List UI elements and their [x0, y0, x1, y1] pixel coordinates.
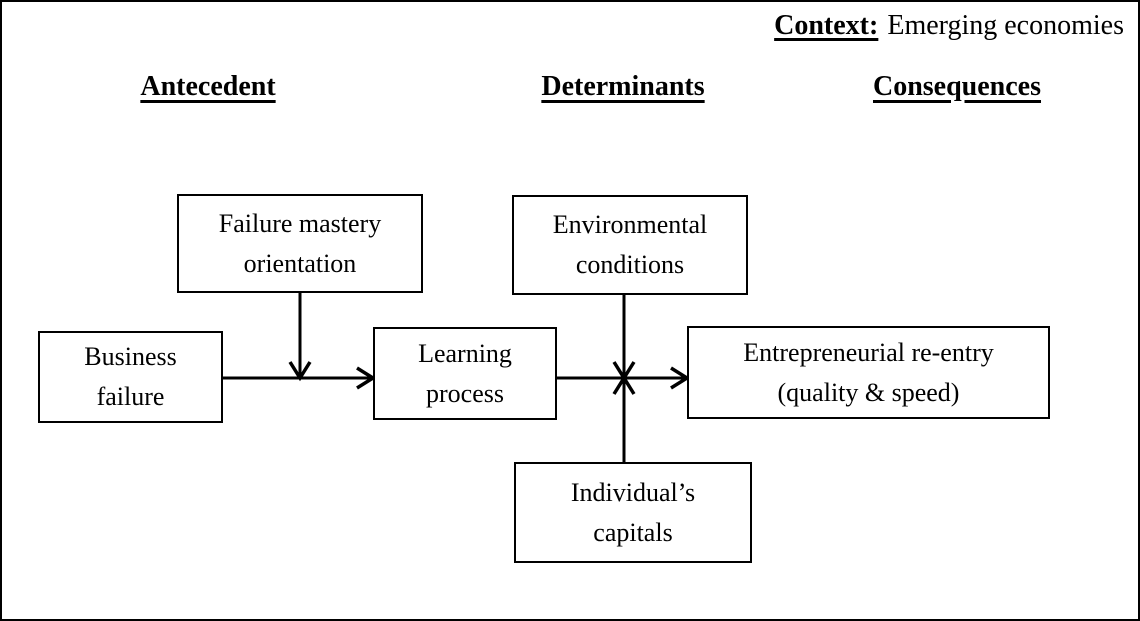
box-business-failure-line1: Business — [84, 342, 177, 371]
column-header-consequences: Consequences — [872, 71, 1042, 102]
box-learning-process-line1: Learning — [418, 338, 512, 368]
context-value: Emerging economies — [887, 10, 1124, 41]
box-entrepreneurial-reentry-line2: (quality & speed) — [777, 377, 960, 407]
arrow-mastery-down — [288, 293, 312, 382]
box-entrepreneurial-reentry: Entrepreneurial re-entry (quality & spee… — [687, 326, 1050, 419]
box-individuals-capitals-line1: Individual’s — [570, 477, 696, 507]
box-business-failure-line2: failure — [96, 382, 165, 411]
box-learning-process: Learning process — [373, 327, 557, 420]
box-failure-mastery-orientation: Failure mastery orientation — [177, 194, 423, 293]
box-failure-mastery-line1: Failure mastery — [218, 208, 382, 238]
arrow-capitals-up — [612, 374, 636, 462]
column-header-antecedent: Antecedent — [140, 71, 276, 102]
context-note: Context: Emerging economies — [774, 10, 1124, 42]
context-label: Context: — [774, 10, 879, 41]
box-learning-process-line2: process — [426, 378, 504, 408]
column-header-determinants: Determinants — [541, 71, 705, 102]
box-entrepreneurial-reentry-line1: Entrepreneurial re-entry — [743, 337, 994, 367]
box-failure-mastery-line2: orientation — [243, 248, 357, 278]
arrow-environment-down — [612, 295, 636, 382]
box-environmental-conditions: Environmental conditions — [512, 195, 748, 295]
box-environmental-conditions-line1: Environmental — [552, 210, 708, 239]
box-business-failure: Business failure — [38, 331, 223, 423]
box-individuals-capitals-line2: capitals — [593, 517, 673, 547]
box-individuals-capitals: Individual’s capitals — [514, 462, 752, 563]
box-environmental-conditions-line2: conditions — [575, 250, 685, 279]
